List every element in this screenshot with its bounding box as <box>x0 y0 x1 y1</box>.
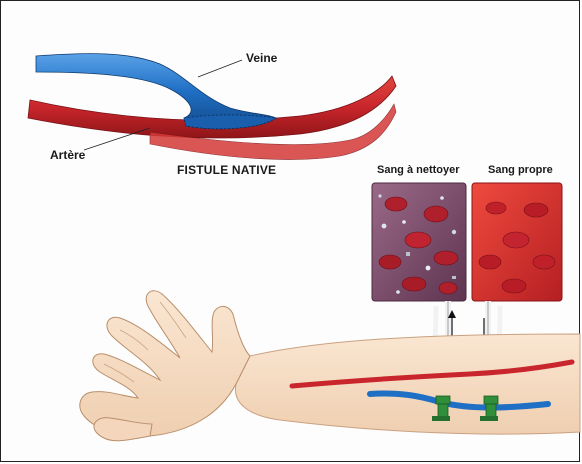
dirty-blood-label: Sang à nettoyer <box>377 164 460 176</box>
vein-label: Veine <box>246 51 277 65</box>
clean-blood-panel <box>472 183 562 301</box>
vein-leader-line <box>198 60 242 77</box>
artery-label: Artère <box>50 148 85 162</box>
forearm-and-hand <box>80 291 580 441</box>
fistula-diagram <box>28 54 396 160</box>
hand <box>80 291 250 437</box>
dirty-blood-panel <box>372 183 466 301</box>
clean-blood-label: Sang propre <box>488 164 553 176</box>
forearm <box>235 334 580 434</box>
diagram-title: FISTULE NATIVE <box>177 163 276 177</box>
